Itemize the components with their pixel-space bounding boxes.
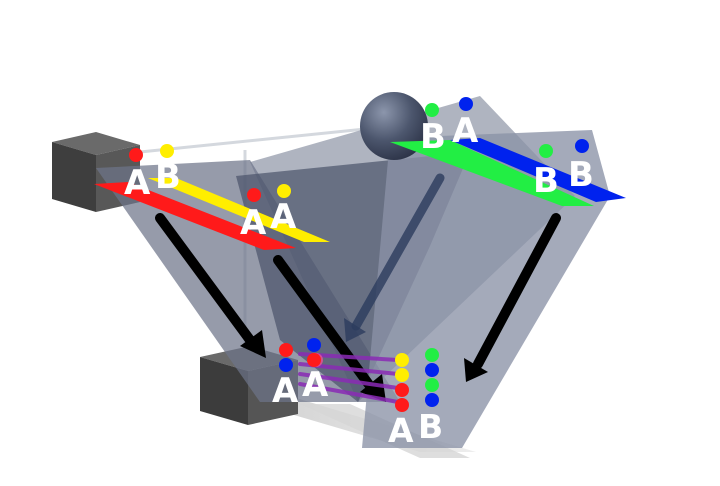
arrow-right: [464, 213, 561, 382]
label-left-mid-a1: A: [240, 203, 267, 243]
label-left-source-a: A: [124, 163, 151, 203]
dot-red-r3: [395, 383, 409, 397]
label-result-right-a: A: [388, 411, 414, 450]
label-right-mid-b2: B: [568, 155, 594, 195]
dot-blue-rs: [459, 97, 473, 111]
color-bars: [94, 138, 626, 250]
bar-yellow-left: [148, 178, 330, 242]
arrow-left: [155, 213, 266, 358]
label-result-left-a1: A: [272, 371, 299, 411]
dot-blue-r4: [425, 393, 439, 407]
arrows: [155, 173, 561, 404]
label-left-mid-a2: A: [270, 197, 297, 237]
label-left-source-b: B: [155, 157, 181, 197]
bar-blue-right: [450, 138, 626, 202]
dot-blue-rm: [575, 139, 589, 153]
label-right-source-b: B: [420, 117, 446, 157]
arrow-center-right: [344, 173, 445, 342]
bar-green-right: [390, 140, 594, 206]
marker-dots: [129, 97, 589, 412]
dot-green-r3: [425, 378, 439, 392]
dot-blue-r2: [425, 363, 439, 377]
label-result-left-a2: A: [302, 365, 329, 405]
bar-red-left: [94, 182, 296, 250]
letter-labels: A B A A B A B B A A A B: [124, 111, 594, 450]
dot-red-ls: [129, 148, 143, 162]
dot-red-lm: [247, 188, 261, 202]
label-right-source-a: A: [452, 111, 479, 151]
label-result-right-b: B: [418, 407, 443, 446]
dot-green-rs: [425, 103, 439, 117]
dot-red-res1: [279, 343, 293, 357]
dot-red-r4: [395, 398, 409, 412]
dot-green-rm: [539, 144, 553, 158]
label-right-mid-b1: B: [533, 161, 559, 201]
dot-yellow-r1: [395, 353, 409, 367]
dot-blue-res1: [279, 358, 293, 372]
dot-red-res2: [307, 353, 321, 367]
dot-yellow-r2: [395, 368, 409, 382]
dot-blue-res2: [307, 338, 321, 352]
dot-green-r1: [425, 348, 439, 362]
dot-yellow-ls: [160, 144, 174, 158]
dot-yellow-lm: [277, 184, 291, 198]
arrow-center-left: [273, 255, 386, 402]
